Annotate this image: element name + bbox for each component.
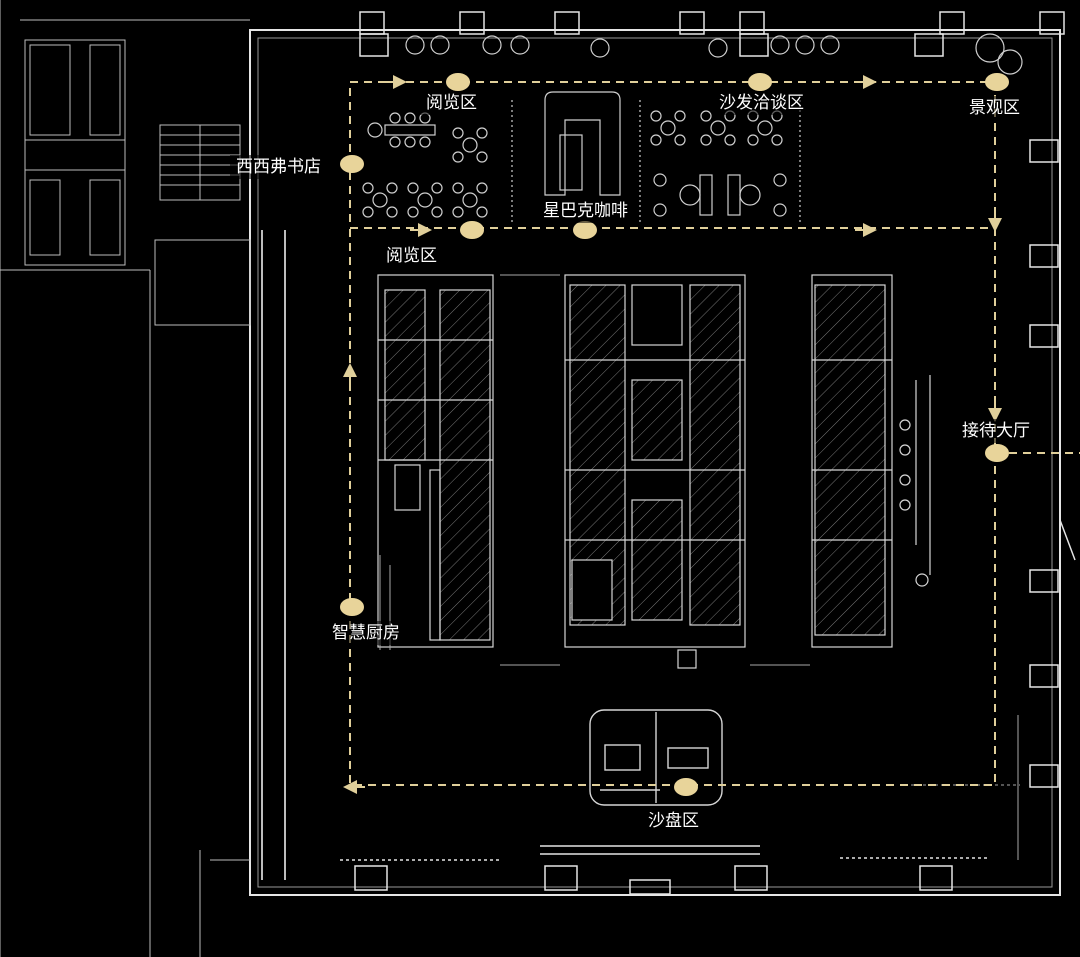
top-furniture (362, 33, 1023, 225)
zone-label-kitchen: 智慧厨房 (326, 621, 406, 645)
marker-starbucks (573, 221, 597, 239)
zone-label-bookstore: 西西弗书店 (230, 155, 327, 179)
zone-label-reading-mid: 阅览区 (380, 244, 443, 268)
marker-kitchen (340, 598, 364, 616)
block-right (811, 274, 931, 648)
marker-sofa (748, 73, 772, 91)
left-annex (0, 0, 251, 957)
right-columns (1029, 139, 1076, 788)
bottom-columns (340, 845, 990, 895)
zone-label-reading-top: 阅览区 (420, 91, 483, 115)
marker-bookstore (340, 155, 364, 173)
marker-reading-top (446, 73, 470, 91)
marker-landscape (985, 73, 1009, 91)
zone-label-sofa: 沙发洽谈区 (713, 91, 810, 115)
zone-label-starbucks: 星巴克咖啡 (537, 199, 634, 223)
marker-reading-mid (460, 221, 484, 239)
tour-route (343, 75, 1080, 794)
exterior-walls (249, 29, 1061, 896)
zone-label-sandtable: 沙盘区 (642, 809, 705, 833)
marker-reception (985, 444, 1009, 462)
top-columns (359, 11, 1065, 57)
block-left (377, 274, 494, 648)
block-center (564, 274, 746, 669)
marker-sandtable (674, 778, 698, 796)
zone-markers (340, 73, 1009, 796)
zone-label-reception: 接待大厅 (956, 419, 1036, 443)
zone-label-landscape: 景观区 (963, 96, 1026, 120)
sand-table (589, 709, 723, 806)
